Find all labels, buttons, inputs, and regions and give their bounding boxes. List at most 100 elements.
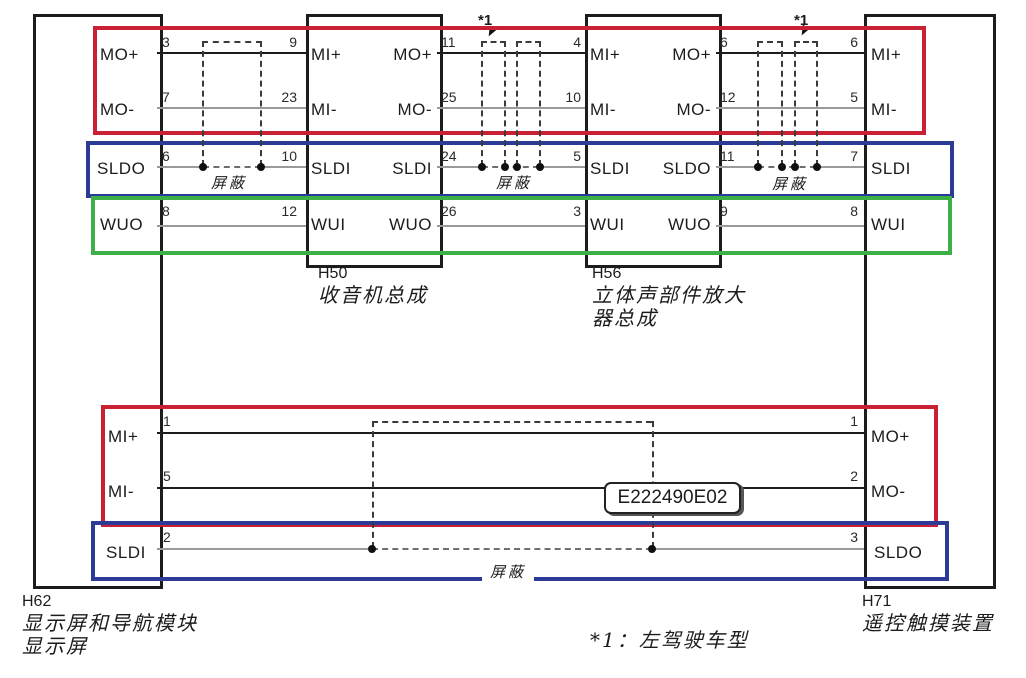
pin-number: 3 <box>573 203 581 219</box>
pin-number: 8 <box>162 203 170 219</box>
shield-junction-dot <box>754 163 762 171</box>
pin-label: MI- <box>108 482 135 501</box>
pin-label: SLDI <box>590 159 630 178</box>
pin-number: 24 <box>441 148 457 164</box>
pin-number: 11 <box>720 148 735 164</box>
wire-mi-plus-bottom <box>157 432 864 434</box>
pin-label: WUO <box>667 215 711 234</box>
shield-side-c2 <box>781 41 783 166</box>
wire-mo-plus-segment-a <box>157 52 306 54</box>
variant-mark: *1 <box>794 12 809 29</box>
pin-number: 5 <box>573 148 581 164</box>
pin-number: 12 <box>720 89 736 105</box>
wire-shield-drain-a2-dashed <box>203 166 261 168</box>
pin-label: MI+ <box>871 45 902 64</box>
connector-id-h71: H71 <box>862 593 892 610</box>
shield-top-c2 <box>794 41 818 43</box>
pin-number: 8 <box>850 203 858 219</box>
pin-label: MI+ <box>590 45 621 64</box>
shield-side-b4 <box>539 41 541 166</box>
shield-side-b3 <box>516 41 518 166</box>
pin-number: 3 <box>162 34 170 50</box>
connector-desc-h56-line2: 器总成 <box>592 306 658 330</box>
connector-box-h71 <box>864 14 996 589</box>
shield-junction-dot <box>513 163 521 171</box>
connector-desc-h50: 收音机总成 <box>318 283 428 307</box>
shield-junction-dot <box>791 163 799 171</box>
shield-top-b2 <box>516 41 541 43</box>
shield-side-c3 <box>794 41 796 166</box>
pin-label: WUO <box>388 215 432 234</box>
pin-number: 4 <box>573 34 581 50</box>
pin-number: 6 <box>850 34 858 50</box>
wire-wuo-segment-a <box>157 225 306 227</box>
pin-label: WUI <box>590 215 625 234</box>
shield-side-a1 <box>202 41 204 166</box>
wire-shield-drain-b3 <box>539 166 585 168</box>
wire-shield-drain-c3 <box>816 166 864 168</box>
wire-shield-drain-b2-dashed <box>482 166 539 168</box>
pin-label: MO+ <box>393 45 432 64</box>
pin-number: 2 <box>163 529 171 545</box>
pin-number: 1 <box>850 413 858 429</box>
pin-label: SLDI <box>311 159 351 178</box>
pin-label: SLDI <box>871 159 911 178</box>
pin-number: 2 <box>850 468 858 484</box>
footnote: *1：左驾驶车型 <box>590 628 749 652</box>
pin-label: MI- <box>590 100 617 119</box>
wire-mo-minus-segment-b <box>437 107 585 109</box>
diagram-code-badge: E222490E02 <box>604 482 741 514</box>
signal-frame-red-bottom <box>101 405 938 527</box>
shield-side-b1 <box>481 41 483 166</box>
diagram-code-text: E222490E02 <box>617 487 728 508</box>
connector-desc-h71: 遥控触摸装置 <box>862 611 994 635</box>
wire-sld-bottom-2-dashed <box>372 548 652 550</box>
pin-number: 25 <box>441 89 457 105</box>
pin-label: SLDO <box>97 159 146 178</box>
shield-side-c1 <box>757 41 759 166</box>
shield-top-b1 <box>481 41 506 43</box>
pin-label: WUO <box>100 215 144 234</box>
pin-number: 9 <box>289 34 297 50</box>
connector-id-h56: H56 <box>592 265 622 282</box>
wire-shield-drain-a1 <box>157 166 203 168</box>
connector-box-h62 <box>33 14 163 589</box>
shield-junction-dot <box>478 163 486 171</box>
pin-label: MO+ <box>100 45 139 64</box>
pin-label: MI+ <box>108 427 139 446</box>
wire-shield-drain-c2-dashed <box>758 166 816 168</box>
pin-number: 23 <box>281 89 297 105</box>
pin-number: 3 <box>850 529 858 545</box>
shield-junction-dot <box>648 545 656 553</box>
wire-mo-minus-segment-c <box>716 107 864 109</box>
shield-junction-dot <box>501 163 509 171</box>
wire-mo-plus-segment-c <box>716 52 864 54</box>
connector-desc-h62-line1: 显示屏和导航模块 <box>22 611 198 635</box>
wire-shield-drain-a3 <box>261 166 306 168</box>
shield-side-bottom-1 <box>372 421 374 548</box>
pin-number: 12 <box>281 203 297 219</box>
pin-label: SLDI <box>392 159 432 178</box>
shield-label: 屏蔽 <box>764 174 817 194</box>
shield-label: 屏蔽 <box>203 173 256 193</box>
shield-junction-dot <box>199 163 207 171</box>
pin-label: MO- <box>676 100 711 119</box>
shield-top-c1 <box>757 41 783 43</box>
wire-mi-minus-bottom <box>157 487 864 489</box>
pin-number: 1 <box>163 413 171 429</box>
wire-wuo-segment-c <box>716 225 864 227</box>
shield-junction-dot <box>536 163 544 171</box>
shield-side-b2 <box>504 41 506 166</box>
variant-mark: *1 <box>478 12 493 29</box>
pin-label: SLDO <box>662 159 711 178</box>
shield-label: 屏蔽 <box>488 173 541 193</box>
shield-junction-dot <box>257 163 265 171</box>
connector-desc-h62-line2: 显示屏 <box>22 634 88 658</box>
wire-shield-drain-b1 <box>437 166 482 168</box>
pin-label: MO- <box>397 100 432 119</box>
shield-junction-dot <box>813 163 821 171</box>
wire-wuo-segment-b <box>437 225 585 227</box>
pin-label: SLDO <box>874 543 923 562</box>
pin-number: 11 <box>441 34 456 50</box>
connector-id-h50: H50 <box>318 265 348 282</box>
